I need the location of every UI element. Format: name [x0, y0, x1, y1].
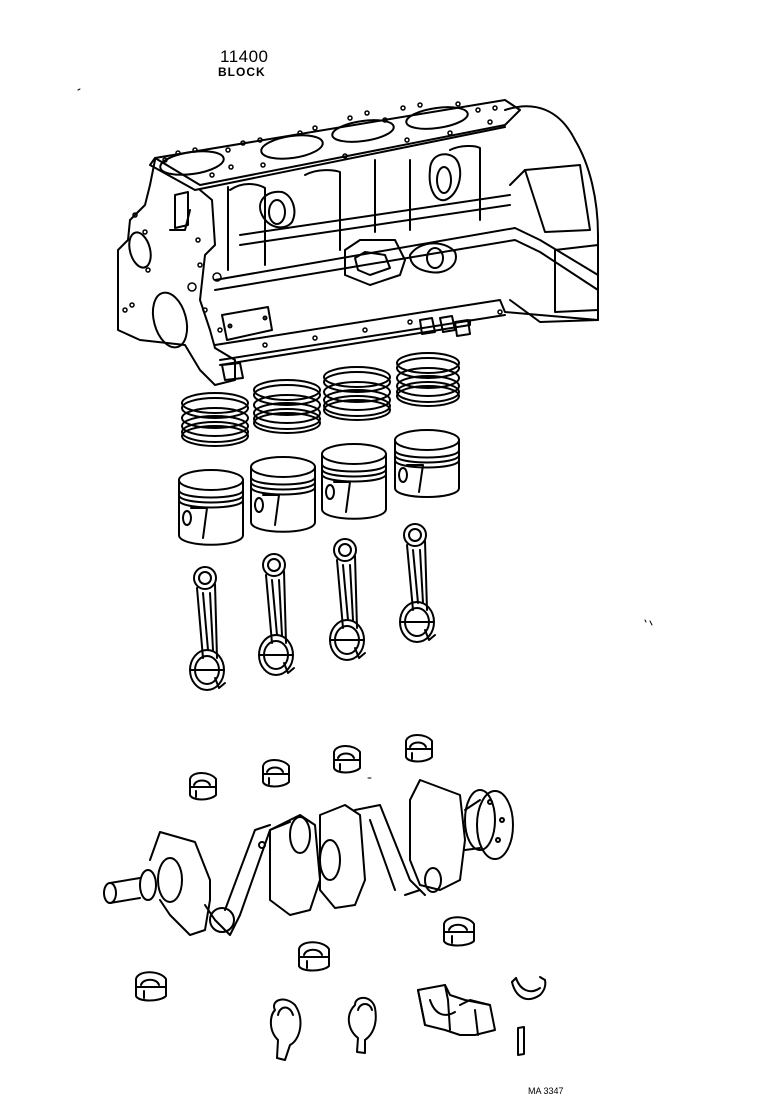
piston	[322, 444, 386, 519]
connecting-rods	[190, 524, 435, 690]
thrust-washer	[271, 1000, 301, 1060]
connecting-rod	[190, 567, 225, 690]
main-bearing-cap	[418, 985, 495, 1035]
piston	[251, 457, 315, 532]
pistons	[179, 430, 459, 545]
scan-marks	[78, 89, 652, 778]
connecting-rod-bearings	[190, 735, 432, 800]
thrust-washer	[512, 977, 545, 999]
thrust-washers	[271, 977, 545, 1060]
crankshaft	[104, 780, 513, 935]
connecting-rod	[259, 554, 294, 675]
main-bearings	[136, 917, 474, 1000]
piston-ring-set	[182, 393, 248, 446]
part-number: 11400	[220, 47, 269, 66]
part-name: BLOCK	[218, 65, 266, 79]
connecting-rod	[400, 524, 435, 642]
piston-ring-set	[324, 367, 390, 420]
piston	[395, 430, 459, 497]
piston-ring-set	[397, 353, 459, 406]
piston-ring-sets	[182, 353, 459, 446]
piston	[179, 470, 243, 545]
cylinder-block	[118, 100, 598, 385]
dowel-pin	[518, 1027, 524, 1055]
connecting-rod	[330, 539, 365, 660]
piston-ring-set	[254, 380, 320, 433]
thrust-washer	[349, 998, 376, 1053]
drawing-code: MA 3347	[528, 1086, 564, 1096]
